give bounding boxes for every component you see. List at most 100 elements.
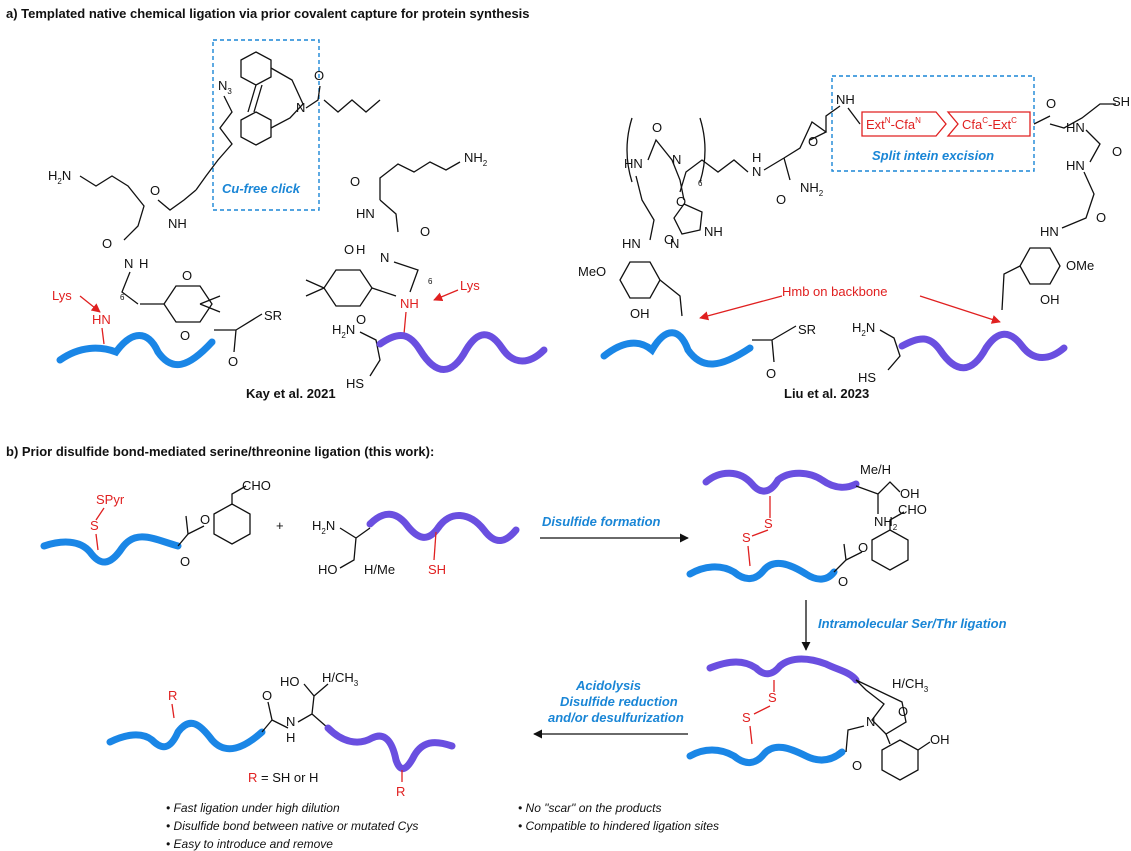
kay-citation: Kay et al. 2021 bbox=[246, 386, 336, 401]
right-dimedone-ring bbox=[323, 269, 373, 307]
intermediate1-purple-chain bbox=[702, 469, 860, 495]
azide-label: N3 bbox=[218, 78, 232, 96]
oxazolidine-o: O bbox=[898, 704, 908, 719]
product-o: O bbox=[262, 688, 272, 703]
imidazole-ring bbox=[673, 203, 703, 235]
step3-label-3: and/or desulfurization bbox=[548, 710, 684, 725]
left-h-amide: H bbox=[139, 256, 148, 271]
left-thioester-o: O bbox=[228, 354, 238, 369]
scheme-b: SPyr S O O CHO + H2N HO H/Me SH Disulfid… bbox=[40, 462, 1007, 799]
split-intein-label: Split intein excision bbox=[872, 148, 994, 163]
kay-blue-chain bbox=[56, 332, 216, 369]
step3-label-2: Disulfide reduction bbox=[560, 694, 678, 709]
liu-scheme: ExtN-CfaN CfaC-ExtC Split intein excisio… bbox=[578, 75, 1130, 401]
left-dimedone-ring bbox=[163, 285, 213, 323]
left-o-upper: O bbox=[150, 183, 160, 198]
liu-hn-right3: HN bbox=[1040, 224, 1059, 239]
nh2-label-1: NH2 bbox=[874, 514, 898, 532]
cfa-c-ext-c-label: CfaC-ExtC bbox=[962, 116, 1017, 132]
liu-ome: OMe bbox=[1066, 258, 1094, 273]
liu-o-right2: O bbox=[1112, 144, 1122, 159]
right-sub6: 6 bbox=[428, 277, 433, 286]
ester-o-2: O bbox=[200, 512, 210, 527]
section-b-title: b) Prior disulfide bond-mediated serine/… bbox=[6, 444, 434, 459]
amide-o-2: O bbox=[852, 758, 862, 773]
reactant2-h-me: H/Me bbox=[364, 562, 395, 577]
product-r-bottom: R bbox=[396, 784, 405, 799]
liu-o-a: O bbox=[808, 134, 818, 149]
intermediate2-purple-chain bbox=[706, 655, 860, 684]
cu-free-click-label: Cu-free click bbox=[222, 181, 301, 196]
right-h2n-lower: H2N bbox=[332, 322, 355, 340]
liu-oh-left: OH bbox=[630, 306, 650, 321]
r-definition: R = SH or H bbox=[248, 770, 318, 785]
liu-hs: HS bbox=[858, 370, 876, 385]
note-right-2: • Compatible to hindered ligation sites bbox=[518, 819, 719, 833]
dbco-n-atom: N bbox=[296, 100, 305, 115]
reactant2-sh: SH bbox=[428, 562, 446, 577]
cho-2: CHO bbox=[898, 502, 927, 517]
right-hs: HS bbox=[346, 376, 364, 391]
liu-hn-right: HN bbox=[1066, 120, 1085, 135]
step1-label: Disulfide formation bbox=[542, 514, 661, 529]
phenol-oh: OH bbox=[930, 732, 950, 747]
liu-o-amide: O bbox=[664, 232, 674, 247]
intermediate1-blue-chain bbox=[686, 559, 838, 583]
liu-hn-right2: HN bbox=[1066, 158, 1085, 173]
me-h-label: Me/H bbox=[860, 462, 891, 477]
intermediate1-s-top: S bbox=[764, 516, 773, 531]
right-o-amide: O bbox=[420, 224, 430, 239]
right-nh-red: NH bbox=[400, 296, 419, 311]
left-sr: SR bbox=[264, 308, 282, 323]
left-hn-red: HN bbox=[92, 312, 111, 327]
liu-sr: SR bbox=[798, 322, 816, 337]
liu-hn-bracket: HN bbox=[624, 156, 643, 171]
product-purple-chain bbox=[324, 724, 456, 772]
benzaldehyde-ring-2 bbox=[871, 529, 909, 571]
kay-purple-chain bbox=[376, 331, 548, 373]
liu-h2n-right: H2N bbox=[852, 320, 875, 338]
s-red-1: S bbox=[90, 518, 99, 533]
left-dimedone-o-bottom: O bbox=[180, 328, 190, 343]
liu-purple-chain bbox=[898, 330, 1068, 372]
right-lys-label: Lys bbox=[460, 278, 480, 293]
liu-o-b: O bbox=[776, 192, 786, 207]
phenol-ring bbox=[881, 739, 919, 781]
note-left-1: • Fast ligation under high dilution bbox=[166, 801, 340, 815]
notes-left: • Fast ligation under high dilution • Di… bbox=[166, 801, 418, 851]
plus-sign: + bbox=[276, 518, 284, 533]
left-n-amide: N bbox=[124, 256, 133, 271]
right-hn-amide: H bbox=[356, 242, 365, 257]
intermediate2-s-top: S bbox=[768, 690, 777, 705]
cfa-c-ext-c-tag bbox=[946, 111, 1031, 137]
product-r-top: R bbox=[168, 688, 177, 703]
spyr-label: SPyr bbox=[96, 492, 125, 507]
kay-nh2-right: NH2 bbox=[464, 150, 488, 168]
click-o-atom: O bbox=[314, 68, 324, 83]
right-n-amide: N bbox=[380, 250, 389, 265]
dbco-ring-top bbox=[240, 51, 272, 86]
imidazole-n: N bbox=[670, 236, 679, 251]
ext-n-cfa-n-label: ExtN-CfaN bbox=[866, 116, 921, 132]
liu-o-right: O bbox=[1046, 96, 1056, 111]
left-lys-label: Lys bbox=[52, 288, 72, 303]
liu-n-bracket: N bbox=[672, 152, 681, 167]
imidazole-nh: NH bbox=[704, 224, 723, 239]
benzaldehyde-ring-1 bbox=[213, 503, 251, 545]
split-intein-box bbox=[831, 75, 1035, 172]
intermediate2-blue-chain bbox=[686, 743, 846, 766]
liu-hmb-label: Hmb on backbone bbox=[782, 284, 888, 299]
liu-oh-right: OH bbox=[1040, 292, 1060, 307]
reactant2-chain bbox=[366, 510, 520, 544]
product-h-ch3: H/CH3 bbox=[322, 670, 359, 688]
left-nh: NH bbox=[168, 216, 187, 231]
liu-h-center: H bbox=[752, 150, 761, 165]
right-oh: O bbox=[344, 242, 354, 257]
hmb-ring-right bbox=[1019, 247, 1061, 285]
liu-citation: Liu et al. 2023 bbox=[784, 386, 869, 401]
left-sub6: 6 bbox=[120, 293, 125, 302]
right-hn: HN bbox=[356, 206, 375, 221]
ester-o-4: O bbox=[858, 540, 868, 555]
liu-o-right3: O bbox=[1096, 210, 1106, 225]
